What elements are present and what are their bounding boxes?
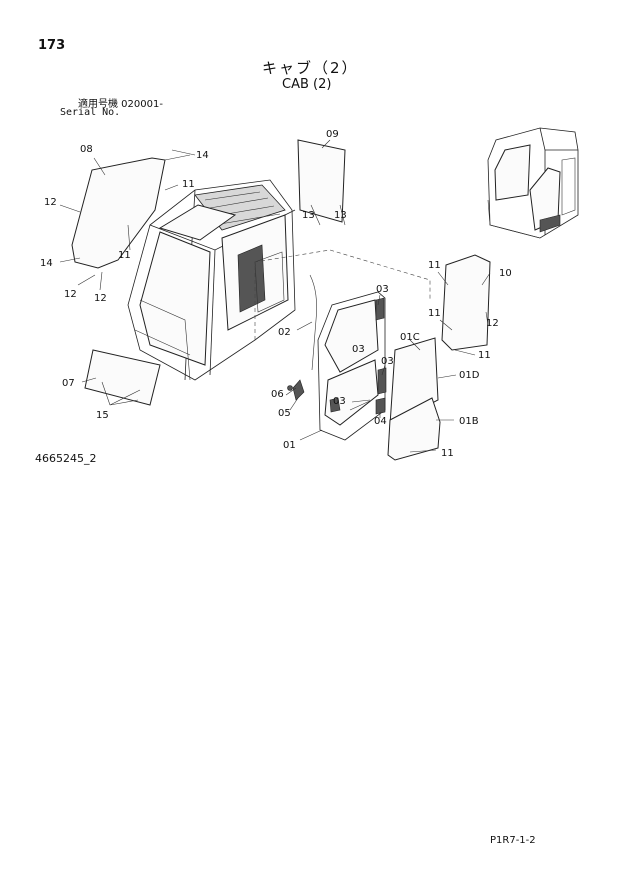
page-title: CAB (2)	[282, 77, 332, 92]
right-side-glass	[441, 254, 491, 351]
callout-leader-lines	[59, 139, 491, 453]
callout-05: 05	[278, 408, 291, 419]
drawing-number: 4665245_2	[35, 452, 97, 465]
callout-06: 06	[271, 389, 284, 400]
callout-11-left: 11	[118, 250, 131, 261]
callout-04: 04	[374, 416, 387, 427]
callout-12-bottom: 12	[64, 289, 77, 300]
callout-12-side: 12	[486, 318, 499, 329]
callout-14-left: 14	[40, 258, 53, 269]
callout-01b: 01B	[459, 416, 479, 427]
callout-01c: 01C	[400, 332, 420, 343]
callout-09: 09	[326, 129, 339, 140]
callout-07: 07	[62, 378, 75, 389]
serial-label: Serial No.	[60, 107, 121, 118]
callout-03-top: 03	[376, 284, 389, 295]
door-seal-strip	[309, 274, 317, 371]
callout-08: 08	[80, 144, 93, 155]
callout-02: 02	[278, 327, 291, 338]
latch-part-04	[375, 397, 386, 415]
callout-11-side-mid: 11	[428, 308, 441, 319]
callout-03-bottom: 03	[333, 396, 346, 407]
callout-10: 10	[499, 268, 512, 279]
callout-11-side-bottom: 11	[478, 350, 491, 361]
callout-13-right: 13	[334, 210, 347, 221]
callout-15: 15	[96, 410, 109, 421]
page-title-japanese: キャブ（2）	[262, 59, 359, 77]
callout-11-top: 11	[182, 179, 195, 190]
door-lower-glass	[387, 397, 441, 461]
front-lower-glass	[84, 349, 161, 406]
callout-01: 01	[283, 440, 296, 451]
callout-03-right: 03	[381, 356, 394, 367]
cab-door-illustration	[317, 291, 386, 441]
callout-11-side-top: 11	[428, 260, 441, 271]
callout-03-mid: 03	[352, 344, 365, 355]
hinge-part-03-lower	[377, 367, 387, 395]
page-number: 173	[38, 38, 66, 53]
cab-frame-illustration	[127, 179, 431, 381]
callout-01d: 01D	[459, 370, 480, 381]
serial-label-japanese: 適用号機 020001-	[78, 99, 163, 110]
bracket-part-05	[292, 379, 305, 401]
roof-window-glass	[297, 139, 346, 223]
cab-overview-illustration	[487, 127, 579, 239]
rear-window-glass	[71, 157, 166, 269]
hinge-part-03-upper	[375, 297, 385, 321]
callout-13-left: 13	[302, 210, 315, 221]
bolt-part-06	[287, 385, 293, 391]
page-code: P1R7-1-2	[490, 835, 536, 846]
callout-14-top: 14	[196, 150, 209, 161]
callout-12-bottom-right: 12	[94, 293, 107, 304]
callout-11-door: 11	[441, 448, 454, 459]
callout-12-left: 12	[44, 197, 57, 208]
